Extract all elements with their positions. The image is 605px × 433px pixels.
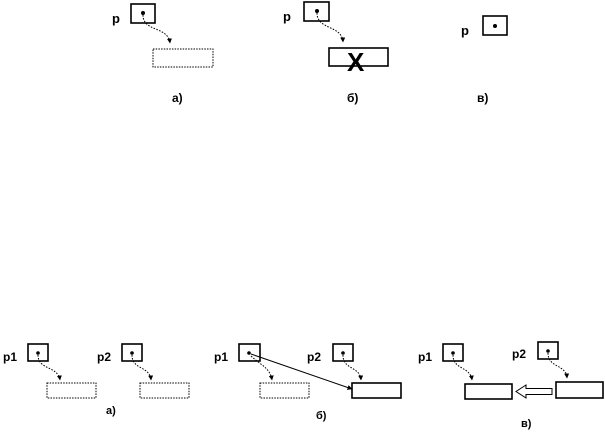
pointer-arrow xyxy=(142,14,172,44)
shared-memory-block xyxy=(351,382,402,399)
bottom-panel-b: p1 p2 б) xyxy=(214,343,402,422)
top-panel-b: p X б) xyxy=(283,1,389,105)
pointer-label-p1: p1 xyxy=(418,350,432,364)
caption-a: а) xyxy=(106,405,116,417)
caption-c: в) xyxy=(477,91,488,105)
pointer-label-p: p xyxy=(112,11,120,26)
memory-block xyxy=(152,48,214,68)
pointer-label-p1: p1 xyxy=(214,350,228,364)
memory-block-freed xyxy=(328,47,389,67)
pointer-dot xyxy=(493,24,497,28)
top-panel-a: p а) xyxy=(112,3,214,105)
pointer-label-p2: p2 xyxy=(97,350,111,364)
caption-a: а) xyxy=(172,91,183,105)
pointer-dot xyxy=(315,9,319,13)
pointer-dot xyxy=(341,351,345,355)
pointer-label-p: p xyxy=(283,9,291,24)
caption-b: б) xyxy=(347,91,358,105)
pointer-arrow-p2 xyxy=(131,354,154,381)
pointer-arrow-p1 xyxy=(37,354,62,381)
caption-c: в) xyxy=(521,418,532,430)
caption-b: б) xyxy=(316,410,327,422)
pointer-label-p1: p1 xyxy=(3,350,17,364)
cross-mark: X xyxy=(347,47,365,77)
top-panel-c: p в) xyxy=(461,15,508,105)
orphaned-memory-block xyxy=(259,382,310,399)
pointer-arrow-p1 xyxy=(452,354,474,381)
memory-block-2 xyxy=(555,381,604,399)
old-pointer-arrow-p1 xyxy=(250,355,274,381)
pointer-dot xyxy=(130,351,134,355)
memory-block-1 xyxy=(46,382,97,399)
pointer-dot xyxy=(36,351,40,355)
pointer-arrow-p2 xyxy=(342,354,364,381)
bottom-panel-a: p1 p2 а) xyxy=(3,343,190,417)
pointer-label-p2: p2 xyxy=(512,347,526,361)
pointer-dot xyxy=(247,351,251,355)
pointer-label-p: p xyxy=(461,23,469,38)
bottom-panel-c: p1 p2 в) xyxy=(418,341,604,430)
pointer-label-p2: p2 xyxy=(307,350,321,364)
pointer-arrow-p2 xyxy=(547,352,570,379)
pointer-dot xyxy=(451,351,455,355)
pointer-arrow xyxy=(316,12,346,43)
memory-block-2 xyxy=(139,382,190,399)
new-pointer-arrow-p1 xyxy=(250,353,353,390)
copy-arrow xyxy=(515,384,553,399)
pointer-dot xyxy=(141,11,145,15)
pointer-dot xyxy=(546,349,550,353)
memory-block-1 xyxy=(464,383,513,400)
